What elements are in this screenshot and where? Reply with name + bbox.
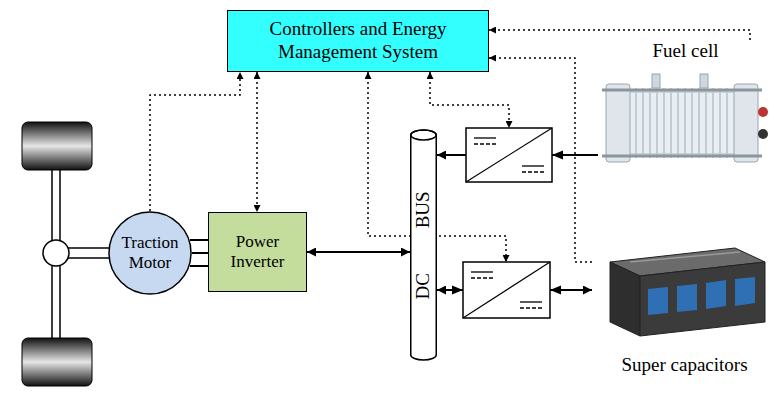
- supercap-module: [640, 262, 765, 336]
- wheel: [22, 338, 92, 386]
- fuel-cell-pipe: [652, 74, 660, 88]
- control-signal: [489, 30, 750, 40]
- fuel-cell-terminal: [758, 107, 768, 117]
- wheel: [22, 122, 92, 170]
- node-label: Fuel cell: [653, 40, 719, 63]
- fuel-cell-rod: [602, 155, 762, 158]
- power-flow: [307, 251, 410, 253]
- node-label: Power Inverter: [216, 232, 299, 273]
- converter-symbol: [520, 307, 542, 308]
- bus-body: [411, 130, 437, 360]
- dc-dc-converter: [463, 262, 550, 318]
- motor-circle: Traction Motor: [108, 211, 192, 295]
- fuel-cell-terminal: [758, 129, 768, 139]
- node-label: Controllers and Energy Management System: [235, 18, 481, 64]
- converter-symbol: [466, 128, 552, 182]
- arrow-head: [550, 286, 561, 295]
- differential: [43, 240, 69, 266]
- dc-bus-cylinder: DC BUS: [410, 130, 437, 360]
- power-flow: [190, 240, 208, 266]
- fuel-cell-stack: [612, 92, 752, 154]
- converter-symbol: [522, 165, 544, 166]
- fuel-cell-unit: Fuel cell: [598, 40, 773, 175]
- converter-symbol: [463, 262, 550, 318]
- drive-shaft: [68, 247, 111, 249]
- motor-outline: [109, 212, 191, 294]
- control-signal: [256, 72, 258, 212]
- converter-symbol: [474, 143, 496, 144]
- node-label: Traction Motor: [114, 233, 186, 274]
- drive-shaft: [68, 257, 111, 259]
- converter-symbol: [471, 277, 493, 278]
- supercap-cell: [648, 287, 668, 315]
- node-label: DC BUS: [412, 191, 435, 299]
- control-signal: [150, 72, 240, 211]
- arrow-head: [452, 286, 463, 295]
- supercap-cell: [735, 277, 755, 306]
- supercap-cell: [706, 280, 726, 309]
- arrow-head: [552, 151, 563, 160]
- supercap-cell: [677, 284, 697, 312]
- supercapacitor-unit: Super capacitors: [592, 245, 777, 377]
- fuel-cell-end-plate: [606, 84, 630, 162]
- converter-symbol: [522, 171, 544, 172]
- fuel-cell-rod: [602, 89, 762, 92]
- fuel-cell-pipe: [700, 74, 708, 88]
- converter-symbol: [520, 301, 542, 302]
- fuel-cell-end-plate: [734, 84, 758, 162]
- converter-symbol: [471, 271, 493, 272]
- control-wire: [430, 72, 509, 128]
- supercap-detail: [630, 252, 740, 262]
- controller-box: Controllers and Energy Management System: [227, 10, 489, 72]
- node-label: Super capacitors: [621, 354, 747, 377]
- inverter-box: Power Inverter: [208, 212, 307, 292]
- converter-symbol: [474, 137, 496, 138]
- dc-dc-converter: [466, 128, 552, 182]
- supercap-module: [610, 262, 640, 336]
- bus-top: [411, 130, 437, 140]
- fuel-cell-plates: [636, 88, 727, 158]
